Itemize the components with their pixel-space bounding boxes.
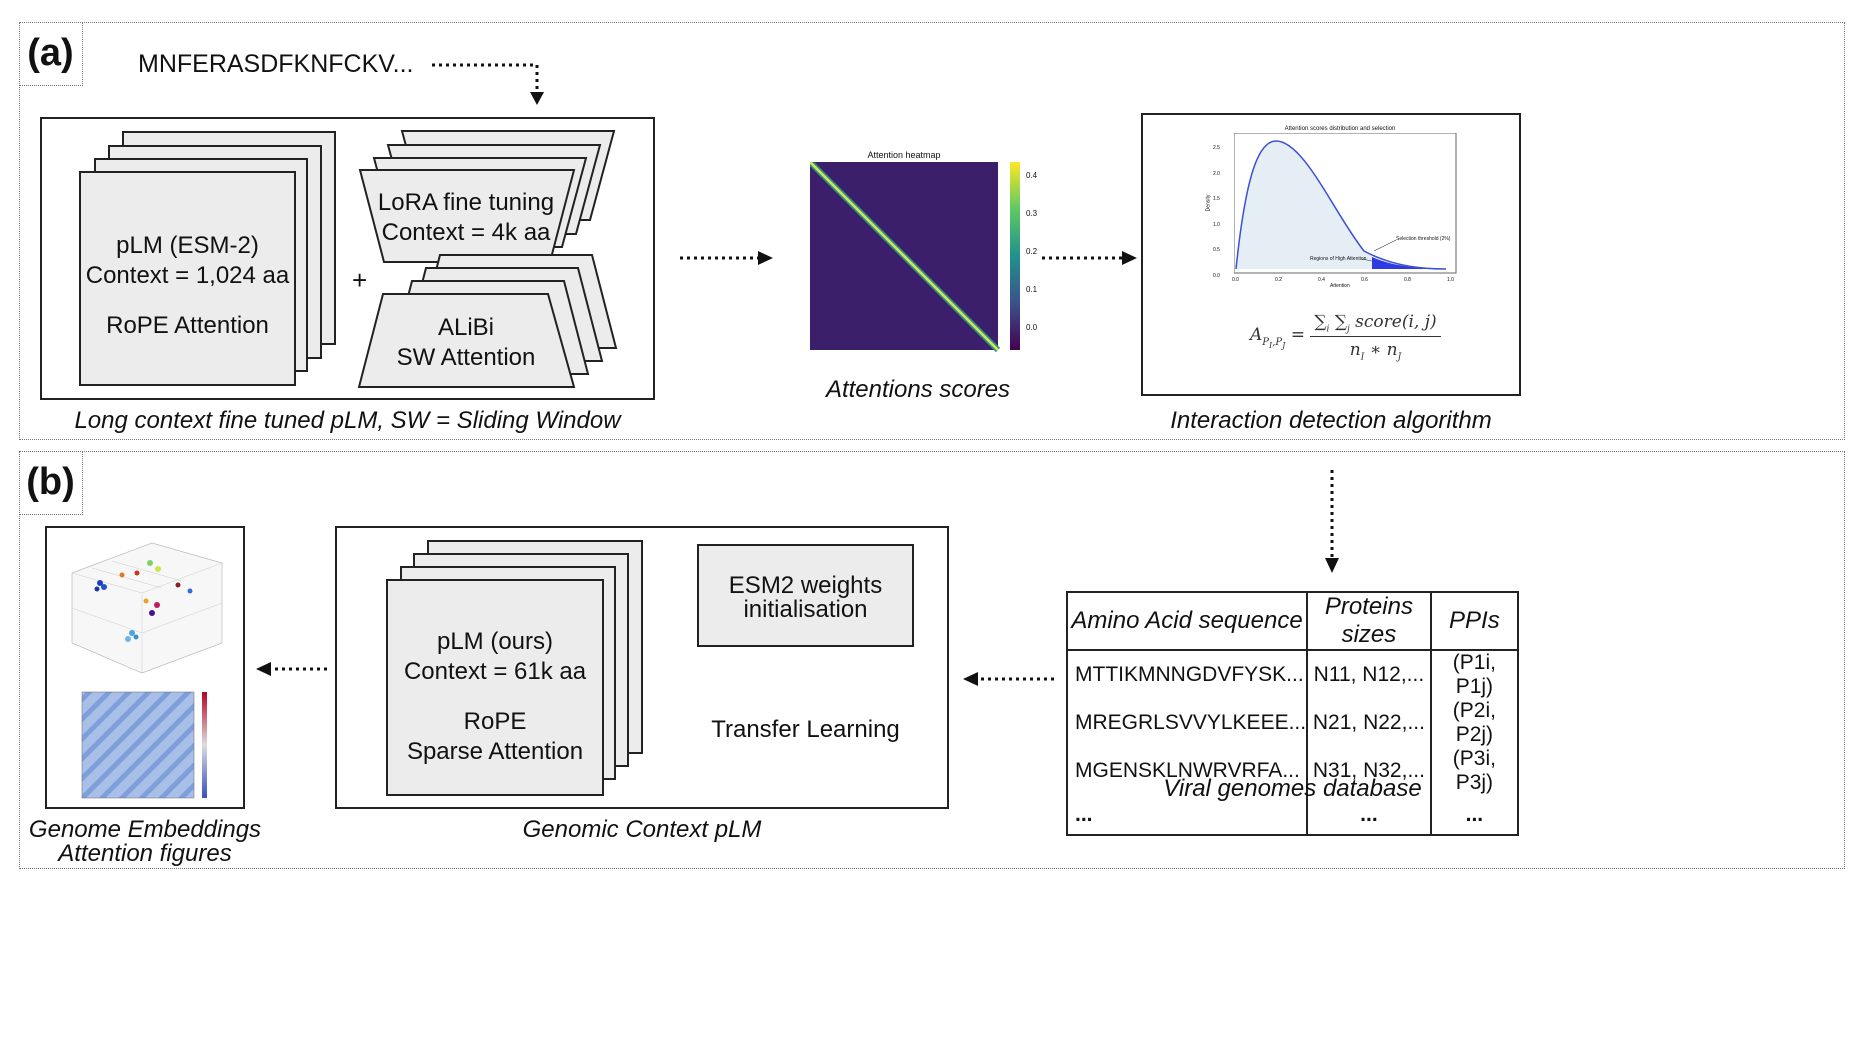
x-tick: 0.8 — [1404, 277, 1411, 283]
lora-context: Context = 4k aa — [381, 219, 551, 246]
x-tick: 0.6 — [1361, 277, 1368, 283]
table-cell: (P2i, P2j) — [1429, 699, 1520, 747]
table-row: MREGRLSVVYLKEEE... N21, N22,... (P2i, P2… — [1065, 699, 1520, 747]
density-y-ticks: 2.5 2.0 1.5 1.0 0.5 0.0 — [1213, 136, 1220, 289]
genomic-plm-rope: RoPE — [463, 708, 527, 735]
esm2-weights-line1: ESM2 weights — [728, 572, 883, 599]
y-tick: 1.5 — [1213, 196, 1220, 202]
alibi-card — [357, 293, 576, 388]
colorbar-ticks: 0.4 0.3 0.2 0.1 0.0 — [1026, 157, 1037, 347]
table-row: MGENSKLNWRVRFA... N31, N32,... (P3i, P3j… — [1065, 747, 1520, 795]
colorbar-tick: 0.1 — [1026, 285, 1038, 294]
genomic-plm-title: pLM (ours) — [436, 628, 554, 655]
alibi-attention: SW Attention — [396, 344, 536, 371]
colorbar-tick: 0.0 — [1026, 323, 1038, 332]
interaction-formula: API,PJ = ∑i ∑j score(i, j) nI ∗ nJ — [1250, 312, 1441, 363]
heatmap-title: Attention heatmap — [867, 150, 941, 160]
panel-a — [19, 22, 1845, 440]
table-cell: ... — [1065, 795, 1309, 835]
y-tick: 0.0 — [1213, 272, 1220, 279]
alibi-text: ALiBi SW Attention — [370, 313, 562, 373]
sequence-arrow — [432, 63, 539, 92]
esm2-weights-line2: initialisation — [743, 596, 868, 623]
plm-esm2-title: pLM (ESM-2) — [116, 232, 259, 259]
table-header-row: Amino Acid sequence Proteins sizes PPIs — [1065, 592, 1520, 651]
colorbar-tick: 0.2 — [1026, 247, 1038, 256]
input-sequence: MNFERASDFKNFCKV... — [138, 50, 414, 78]
table-cell: N11, N12,... — [1306, 650, 1432, 699]
y-tick: 0.5 — [1213, 247, 1220, 253]
table-cell: N21, N22,... — [1306, 699, 1432, 747]
y-tick: 2.5 — [1213, 145, 1220, 151]
y-tick: 1.0 — [1213, 221, 1220, 228]
x-tick: 0.4 — [1318, 277, 1325, 283]
colorbar-tick: 0.3 — [1026, 209, 1038, 218]
alibi-title: ALiBi — [437, 314, 495, 341]
column-header: PPIs — [1429, 592, 1520, 651]
heatmap-colorbar — [1010, 162, 1020, 350]
density-plot — [1234, 133, 1457, 274]
table-cell: N31, N32,... — [1306, 747, 1432, 795]
embedding-3d-scatter — [71, 542, 223, 674]
database-caption: Viral genomes database — [1163, 775, 1422, 802]
plus-sign: + — [352, 265, 368, 295]
genome-embeddings-caption-line1: Genome Embeddings — [28, 816, 262, 843]
genome-embeddings-caption-line2: Attention figures — [58, 840, 232, 867]
heatmap-caption: Attentions scores — [825, 376, 1011, 403]
table-cell: MGENSKLNWRVRFA... — [1065, 747, 1309, 795]
genomic-plm-card: pLM (ours) Context = 61k aa RoPE Sparse … — [386, 579, 604, 796]
density-plot-title: Attention scores distribution and select… — [1284, 126, 1396, 132]
plm-esm2-card: pLM (ESM-2) Context = 1,024 aa RoPE Atte… — [79, 171, 296, 386]
table-row: MTTIKMNNGDVFYSK... N11, N12,... (P1i, P1… — [1065, 650, 1520, 699]
lora-title: LoRA fine tuning — [377, 189, 555, 216]
lora-text: LoRA fine tuning Context = 4k aa — [370, 188, 562, 248]
density-xlabel: Attention — [1330, 283, 1350, 289]
table-cell: (P1i, P1j) — [1429, 650, 1520, 699]
genomic-model-caption: Genomic Context pLM — [522, 816, 762, 843]
panel-a-label: (a) — [19, 22, 83, 86]
colorbar-tick: 0.4 — [1026, 171, 1038, 180]
table-cell: ... — [1429, 795, 1520, 835]
table-cell: MREGRLSVVYLKEEE... — [1065, 699, 1309, 747]
x-tick: 0.2 — [1275, 277, 1282, 283]
model-caption: Long context fine tuned pLM, SW = Slidin… — [74, 407, 621, 434]
panel-b — [19, 451, 1845, 869]
embedding-attention-heatmap — [81, 691, 207, 799]
density-annotation-region: Regions of High Attention — [1310, 256, 1367, 262]
viral-genomes-table: Amino Acid sequence Proteins sizes PPIs … — [1065, 591, 1520, 836]
x-tick: 0.0 — [1232, 277, 1239, 283]
genomic-plm-attention: Sparse Attention — [406, 738, 584, 765]
attention-heatmap — [810, 162, 1000, 352]
x-tick: 1.0 — [1447, 277, 1454, 283]
table-cell: ... — [1306, 795, 1432, 835]
algorithm-caption: Interaction detection algorithm — [1170, 407, 1492, 434]
density-annotation-threshold: Selection threshold (2%) — [1396, 236, 1451, 242]
table-row: ... ... ... — [1065, 795, 1520, 835]
esm2-weights-box: ESM2 weights initialisation — [697, 544, 914, 647]
density-x-ticks: 0.0 0.2 0.4 0.6 0.8 1.0 — [1232, 277, 1454, 283]
table-cell: MTTIKMNNGDVFYSK... — [1065, 650, 1309, 699]
transfer-learning-label: Transfer Learning — [711, 716, 900, 743]
column-header: Proteins sizes — [1306, 592, 1432, 651]
panel-b-label: (b) — [19, 451, 83, 515]
plm-esm2-context: Context = 1,024 aa — [85, 262, 290, 289]
column-header: Amino Acid sequence — [1065, 592, 1309, 651]
table-cell: (P3i, P3j) — [1429, 747, 1520, 795]
genomic-plm-context: Context = 61k aa — [403, 658, 587, 685]
y-tick: 2.0 — [1213, 170, 1220, 177]
plm-esm2-attention: RoPE Attention — [106, 312, 269, 339]
